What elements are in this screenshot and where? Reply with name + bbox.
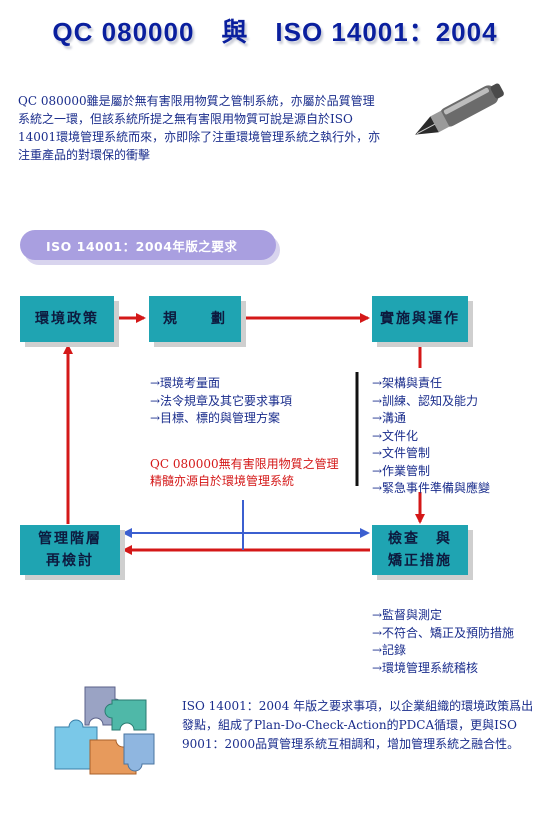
list-item: →作業管制 [372,463,431,478]
page-title: QC 080000 與 ISO 14001：2004 [52,17,498,47]
box-implementation-label: 實施與運作 [380,311,460,327]
list-item: →架構與責任 [372,376,443,390]
box-planning-label: 規 劃 [163,311,227,327]
check-list: →監督與測定 →不符合、矯正及預防措施 →記錄 →環境管理系統稽核 [372,607,514,677]
puzzle-pieces-icon [54,686,155,775]
box-environmental-policy: 環境政策 [20,296,114,342]
list-item: →環境考量面 [150,376,221,390]
planning-list: →環境考量面 →法令規章及其它要求事項 →目標、標的與管理方案 [150,375,292,428]
list-item: →記錄 [372,643,407,657]
box-checking-label-1: 檢查 與 [388,531,452,547]
box-management-review-label-2: 再檢討 [46,553,94,569]
list-item: →環境管理系統稽核 [372,660,479,675]
banner-label: ISO 14001：2004年版之要求 [46,239,238,254]
requirements-banner: ISO 14001：2004年版之要求 [20,230,276,260]
implementation-list: →架構與責任 →訓練、認知及能力 →溝通 →文件化 →文件管制 →作業管制 →緊… [372,375,490,498]
box-implementation: 實施與運作 [372,296,468,342]
box-environmental-policy-label: 環境政策 [35,311,99,327]
list-item: →文件管制 [372,446,431,460]
list-item: →不符合、矯正及預防措施 [372,625,515,640]
box-management-review-label-1: 管理階層 [38,531,102,547]
list-item: →緊急事件準備與應變 [372,481,491,495]
list-item: →目標、標的與管理方案 [150,411,281,425]
list-item: →溝通 [372,411,407,425]
box-checking-corrective: 檢查 與 矯正措施 [372,525,468,575]
list-item: →訓練、認知及能力 [372,393,479,408]
list-item: →監督與測定 [372,608,443,622]
box-management-review: 管理階層 再檢討 [20,525,120,575]
intro-paragraph: QC 080000雖是屬於無有害限用物質之管制系統，亦屬於品質管理系統之一環，但… [18,94,381,162]
box-checking-label-2: 矯正措施 [388,553,452,569]
box-planning: 規 劃 [149,296,241,342]
qc080000-note: QC 080000無有害限用物質之管理精髓亦源自於環境管理系統 [150,457,339,488]
fountain-pen-icon [415,83,504,135]
list-item: →文件化 [372,428,419,443]
footer-paragraph: ISO 14001：2004 年版之要求事項，以企業組織的環境政策爲出發點，組成… [182,699,534,751]
list-item: →法令規章及其它要求事項 [150,393,293,408]
